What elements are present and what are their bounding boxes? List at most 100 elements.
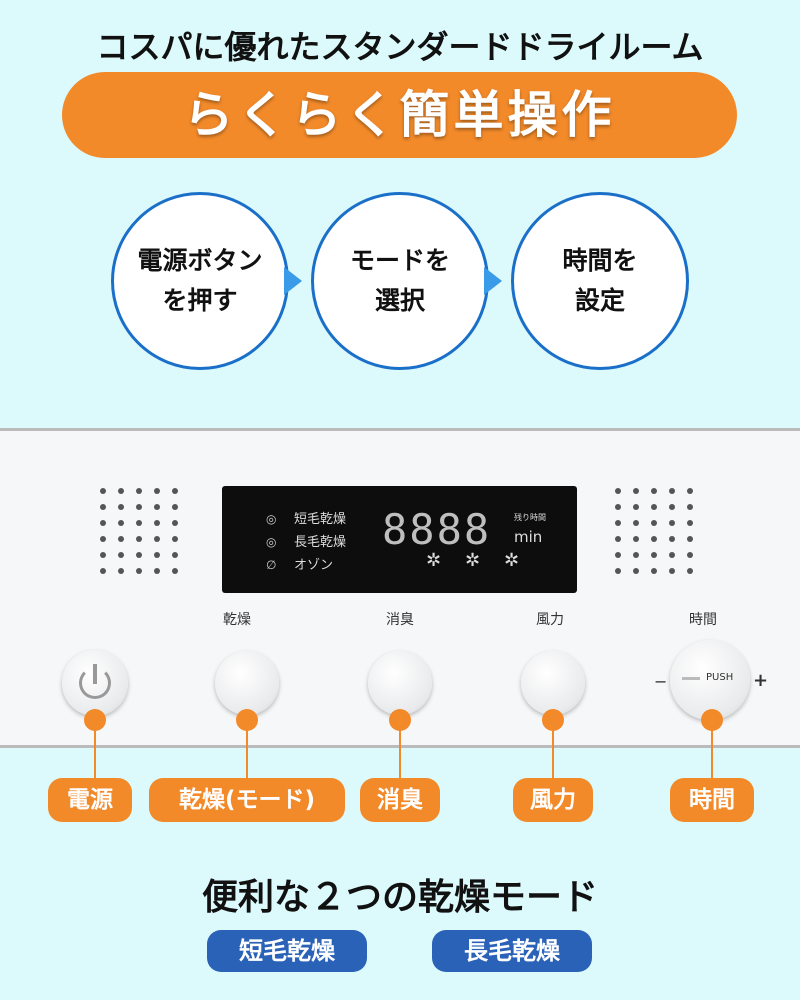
grille-hole (633, 568, 639, 574)
grille-hole (651, 488, 657, 494)
grille-hole (633, 536, 639, 542)
grille-hole (154, 568, 160, 574)
grille-hole (100, 568, 106, 574)
power-button[interactable] (62, 650, 128, 716)
arrow-right-icon (284, 267, 302, 295)
time-knob[interactable]: PUSH (670, 640, 750, 720)
label-deodorize: 消臭 (386, 612, 414, 628)
grille-hole (669, 504, 675, 510)
grille-hole (172, 504, 178, 510)
grille-hole (172, 520, 178, 526)
fan-icon: ✲ (426, 550, 442, 571)
marker-dot (389, 709, 411, 731)
speaker-grille (100, 488, 178, 574)
step-text: 電源ボタン (137, 246, 263, 275)
fan-button[interactable] (521, 651, 585, 715)
grille-hole (136, 520, 142, 526)
mode-pill-long-hair: 長毛乾燥 (432, 930, 592, 972)
grille-hole (172, 568, 178, 574)
grille-hole (136, 536, 142, 542)
minus-icon: − (654, 672, 668, 691)
grille-hole (687, 552, 693, 558)
grille-hole (669, 488, 675, 494)
speaker-grille (615, 488, 693, 574)
grille-hole (136, 552, 142, 558)
tag-dry-mode: 乾燥(モード) (149, 778, 345, 822)
grille-hole (100, 536, 106, 542)
grille-hole (651, 536, 657, 542)
grille-hole (118, 520, 124, 526)
mode-label: 長毛乾燥 (294, 535, 347, 550)
grille-hole (651, 568, 657, 574)
grille-hole (669, 552, 675, 558)
power-icon (79, 667, 111, 699)
fan-icon: ✲ (504, 550, 520, 571)
grille-hole (651, 552, 657, 558)
banner: らくらく簡単操作 (62, 72, 737, 158)
tag-time: 時間 (670, 778, 754, 822)
grille-hole (100, 488, 106, 494)
tag-deodorize: 消臭 (360, 778, 440, 822)
mode-short-hair: ◎ 短毛乾燥 (266, 508, 346, 527)
grille-hole (687, 520, 693, 526)
grille-hole (615, 568, 621, 574)
grille-hole (172, 488, 178, 494)
mode-pill-short-hair: 短毛乾燥 (207, 930, 367, 972)
remaining-label: 残り時間 (514, 513, 546, 522)
marker-dot (542, 709, 564, 731)
dry-mode-button[interactable] (215, 651, 279, 715)
mode-long-hair: ◎ 長毛乾燥 (266, 531, 346, 550)
mode-label: 短毛乾燥 (294, 512, 347, 527)
mode-ozone: ∅ オゾン (266, 554, 333, 573)
tag-power: 電源 (48, 778, 132, 822)
step-text: 時間を (562, 246, 638, 275)
grille-hole (154, 520, 160, 526)
grille-hole (100, 520, 106, 526)
ozone-icon: ∅ (266, 558, 277, 572)
marker-dot (236, 709, 258, 731)
minus-mark (682, 677, 700, 680)
grille-hole (615, 520, 621, 526)
step-text: 選択 (374, 286, 425, 315)
grille-hole (118, 536, 124, 542)
lcd-display: ◎短毛乾燥 ◎長毛乾燥 ∅オゾン 8888 残り時間 min ✲ ✲ ✲ (222, 486, 577, 593)
short-hair-icon: ◎ (266, 512, 277, 526)
unit-label: min (514, 528, 543, 546)
grille-hole (154, 536, 160, 542)
timer-digits: 8888 (382, 505, 492, 554)
plus-icon: + (753, 670, 769, 691)
grille-hole (136, 568, 142, 574)
grille-hole (651, 520, 657, 526)
step-text: モードを (349, 246, 450, 275)
label-dry: 乾燥 (223, 612, 251, 628)
grille-hole (154, 552, 160, 558)
marker-dot (84, 709, 106, 731)
grille-hole (687, 568, 693, 574)
grille-hole (687, 504, 693, 510)
grille-hole (118, 488, 124, 494)
grille-hole (615, 488, 621, 494)
grille-hole (669, 536, 675, 542)
grille-hole (669, 568, 675, 574)
grille-hole (118, 552, 124, 558)
grille-hole (136, 504, 142, 510)
grille-hole (669, 520, 675, 526)
tag-fan: 風力 (513, 778, 593, 822)
long-hair-icon: ◎ (266, 535, 277, 549)
push-label: PUSH (706, 672, 734, 683)
grille-hole (633, 520, 639, 526)
grille-hole (615, 536, 621, 542)
grille-hole (615, 552, 621, 558)
step-power: 電源ボタンを押す (111, 192, 289, 370)
grille-hole (154, 504, 160, 510)
grille-hole (172, 536, 178, 542)
deodorize-button[interactable] (368, 651, 432, 715)
grille-hole (633, 552, 639, 558)
mode-label: オゾン (294, 558, 334, 573)
grille-hole (136, 488, 142, 494)
grille-hole (100, 504, 106, 510)
grille-hole (118, 504, 124, 510)
grille-hole (651, 504, 657, 510)
marker-dot (701, 709, 723, 731)
label-fan: 風力 (536, 612, 564, 628)
